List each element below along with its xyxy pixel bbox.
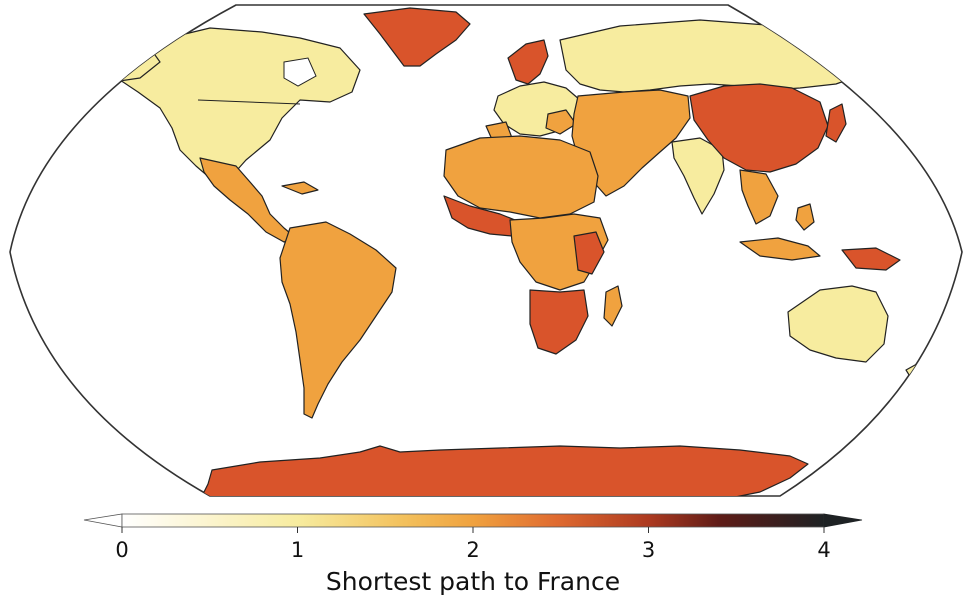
hudson-bay — [283, 57, 317, 87]
region-southeast-asia — [739, 169, 779, 225]
region-scandinavia — [507, 39, 549, 85]
colorbar-tick-label: 4 — [817, 538, 830, 562]
colorbar-tick-label: 1 — [291, 538, 304, 562]
region-japan — [825, 103, 847, 143]
region-southern-africa — [529, 289, 589, 355]
region-greenland — [363, 7, 471, 67]
region-east-africa — [573, 231, 605, 275]
region-philippines — [795, 203, 815, 231]
colorbar-extend-min — [83, 513, 123, 528]
region-north-africa — [443, 135, 599, 219]
region-indonesia — [739, 237, 821, 261]
region-russia — [559, 19, 873, 93]
region-china — [689, 83, 829, 173]
colorbar-tick-label: 2 — [466, 538, 479, 562]
colorbar-tick-label: 3 — [642, 538, 655, 562]
colorbar-tick-label: 0 — [115, 538, 128, 562]
colorbar: 0 1 2 3 4 Shortest path to France — [83, 513, 863, 596]
colorbar-title: Shortest path to France — [326, 567, 620, 596]
region-caribbean — [281, 181, 319, 195]
region-south-america — [279, 221, 397, 419]
region-madagascar — [603, 285, 623, 327]
region-balkans — [545, 109, 577, 135]
region-new-guinea — [841, 247, 901, 271]
colorbar-extend-max — [823, 513, 863, 528]
colorbar-gradient — [121, 513, 825, 528]
region-central-asia-middle-east — [571, 89, 691, 197]
region-antarctica — [199, 445, 809, 496]
region-australia — [787, 285, 889, 363]
us-canada-border — [197, 99, 301, 105]
